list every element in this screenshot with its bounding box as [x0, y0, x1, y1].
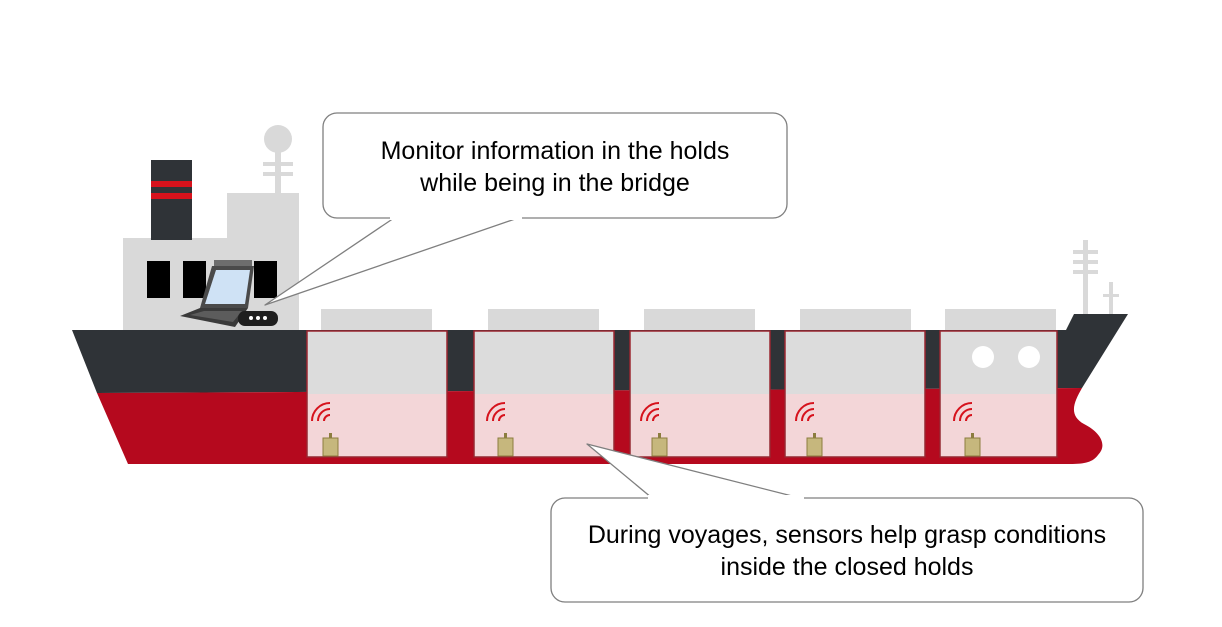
cargo-hold: [939, 330, 1058, 458]
bow-mast-icon: [1073, 240, 1119, 315]
wifi-signal-icon: [486, 402, 506, 422]
bridge-window: [147, 261, 170, 298]
sensor-icon: [486, 402, 514, 457]
sensor-icon: [311, 402, 339, 457]
antenna-mast-icon: [263, 125, 293, 195]
bridge-window: [254, 261, 277, 298]
callout-holds: During voyages, sensors help grasp condi…: [550, 443, 1144, 603]
porthole: [1018, 346, 1040, 368]
cargo-hold: [629, 330, 771, 458]
callout-bridge-line2: while being in the bridge: [419, 169, 690, 197]
wifi-signal-icon: [640, 402, 660, 422]
wifi-signal-icon: [953, 402, 973, 422]
wifi-signal-icon: [311, 402, 331, 422]
callout-holds-line2: inside the closed holds: [721, 553, 974, 581]
wifi-signal-icon: [795, 402, 815, 422]
sensor-icon: [795, 402, 823, 457]
cargo-holds: [306, 330, 1058, 458]
bridge-window: [183, 261, 206, 298]
porthole: [972, 346, 994, 368]
callout-holds-line1: During voyages, sensors help grasp condi…: [588, 521, 1106, 549]
sensor-icon: [640, 402, 668, 457]
cargo-hold: [473, 330, 615, 458]
hatch-covers: [321, 309, 1056, 331]
sensor-icon: [953, 402, 981, 457]
sensors: [311, 402, 981, 457]
callout-bridge-line1: Monitor information in the holds: [381, 137, 730, 165]
callout-bridge: Monitor information in the holds while b…: [264, 112, 788, 306]
laptop-icon: [180, 260, 254, 327]
router-icon: [238, 311, 278, 326]
funnel-icon: [151, 160, 192, 240]
cargo-hold: [784, 330, 926, 458]
